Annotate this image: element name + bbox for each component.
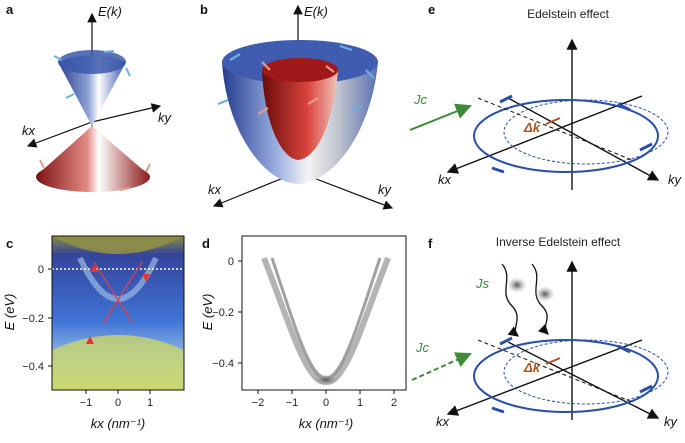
lower-cone-base (36, 162, 150, 192)
dk-arrow (545, 117, 561, 125)
spin-arrows-b (217, 44, 375, 115)
band-bottom (312, 374, 340, 386)
panel-d-label: d (202, 236, 210, 251)
ky-axis-label: ky (668, 172, 683, 187)
plot-frame (241, 235, 407, 391)
shift-guide (477, 339, 633, 403)
spin-arrows-e (491, 94, 653, 174)
dk-label: Δk (523, 360, 541, 375)
upper-dirac-cone (58, 55, 126, 126)
spin-arrows-f (491, 336, 653, 414)
panel-f: f Inverse Edelstein effect kx ky Jc Δk J… (411, 235, 679, 429)
ky-axis (91, 103, 162, 123)
x-tick-3: 1 (357, 397, 363, 409)
y-tick-1: −0.2 (22, 313, 44, 325)
kx-axis (26, 121, 93, 148)
spin-wavepackets (501, 263, 555, 337)
panel-c: c 0 −0.2 −0.4 −1 0 1 kx (nm⁻¹) E (eV) (2, 235, 185, 431)
upper-cone-rim (58, 50, 126, 74)
y-tick-1: −0.2 (212, 307, 234, 319)
y-tick-0: 0 (38, 264, 44, 276)
fermi-contour (473, 99, 659, 173)
x-tick-2: 1 (147, 397, 153, 409)
x-ticks-c (85, 390, 151, 394)
ky-axis-label: ky (158, 110, 173, 125)
fermi-contour (473, 339, 659, 413)
spin-arrows-a (39, 50, 151, 191)
kx-axis-label: kx (438, 172, 452, 187)
x-tick-4: 2 (391, 397, 397, 409)
y-axis-label: E (eV) (2, 294, 17, 331)
bulk-valence-top (52, 236, 184, 254)
x-axis-label: kx (nm⁻¹) (299, 416, 354, 431)
energy-axis-label: E(k) (304, 4, 328, 19)
dk-arrow (545, 357, 561, 365)
energy-axis-label: E(k) (98, 4, 122, 19)
panel-a-label: a (6, 2, 14, 17)
bulk-band-bottom (52, 335, 184, 390)
ky-axis-label: ky (664, 414, 679, 429)
shifted-fermi-contour (503, 339, 669, 405)
y-tick-0: 0 (228, 256, 234, 268)
x-tick-2: 0 (323, 397, 329, 409)
y-axis-label: E (eV) (200, 294, 215, 331)
ky-axis-label: ky (378, 182, 393, 197)
y-ticks-d (238, 260, 242, 364)
kx-axis-label: kx (22, 123, 36, 138)
panel-b-label: b (200, 2, 208, 17)
current-label: Jc (413, 92, 428, 107)
spin-current-label: Js (475, 276, 490, 291)
current-arrow (411, 352, 472, 381)
ky-axis (507, 341, 660, 419)
kx-axis (446, 339, 643, 416)
panel-a: a E(k) kx ky (6, 2, 173, 192)
shifted-fermi-contour (503, 99, 669, 165)
panel-b: b E(k) kx ky (200, 2, 394, 210)
y-tick-2: −0.4 (212, 358, 234, 370)
kx-axis-label: kx (208, 182, 222, 197)
panel-d: d 0 −0.2 −0.4 −2 −1 0 1 2 kx (nm⁻¹) E (e… (200, 235, 407, 431)
current-arrow (409, 103, 472, 131)
kx-axis-label: kx (436, 414, 450, 429)
x-tick-1: 0 (115, 397, 121, 409)
y-ticks-c (48, 268, 52, 367)
current-label: Jc (415, 340, 430, 355)
panel-e-title: Edelstein effect (527, 7, 609, 21)
panel-f-label: f (428, 236, 433, 251)
panel-f-title: Inverse Edelstein effect (496, 235, 621, 249)
spin-marks-c (86, 264, 150, 344)
x-axis-label: kx (nm⁻¹) (91, 416, 146, 431)
x-tick-1: −1 (286, 397, 299, 409)
x-ticks-d (257, 390, 395, 394)
ky-axis (507, 97, 660, 181)
panel-c-label: c (6, 236, 13, 251)
kx-axis (446, 95, 643, 174)
x-tick-0: −2 (252, 397, 265, 409)
dirac-cone-guide (93, 261, 143, 323)
inner-rashba-band (262, 70, 338, 160)
dk-label: Δk (523, 120, 541, 135)
x-tick-0: −1 (80, 397, 93, 409)
panel-e: e Edelstein effect kx ky Jc Δk (409, 2, 683, 190)
y-tick-2: −0.4 (22, 361, 44, 373)
panel-e-label: e (428, 2, 435, 17)
inner-band-rim (262, 58, 338, 82)
